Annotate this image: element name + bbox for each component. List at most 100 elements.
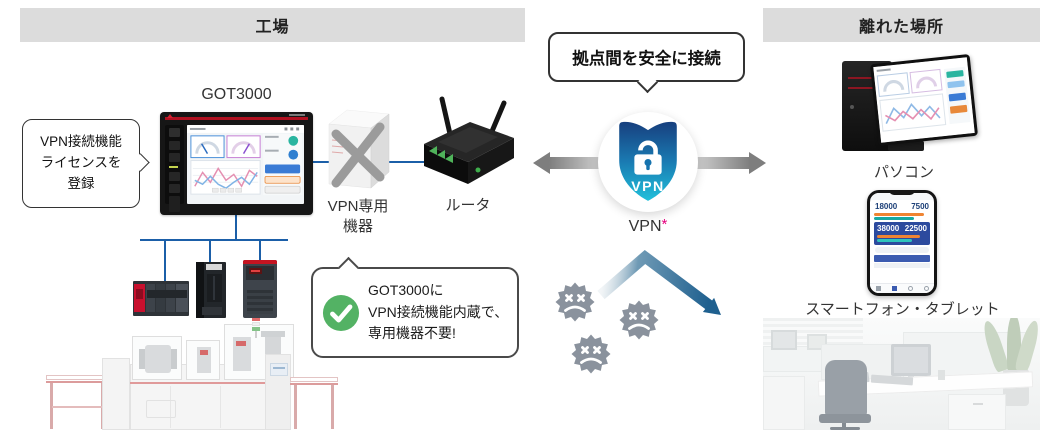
builtin-callout-line3: 専用機器不要! [368, 325, 456, 342]
arrow-left-shaft [549, 157, 603, 169]
inverter-graphic [243, 260, 277, 318]
phone-notch [889, 190, 915, 195]
conveyor-table-right [290, 377, 338, 382]
inverter-display-digits [251, 270, 260, 272]
plc-slot-row [147, 290, 187, 298]
network-line [209, 239, 211, 265]
builtin-callout-line1: GOT3000に [368, 281, 444, 298]
vpn-appliance-crossed [323, 104, 393, 192]
remote-zone-title: 離れた場所 [858, 19, 944, 36]
got-side-key [169, 172, 180, 181]
smartphone-label: スマートフォン・タブレット [805, 301, 1000, 318]
vpn-appliance-label-line1: VPN専用 [327, 198, 389, 215]
conveyor-rail [46, 381, 108, 383]
got-side-key [169, 128, 180, 137]
got-screen [187, 125, 304, 204]
secure-callout-text: 拠点間を安全に接続 [572, 50, 721, 68]
arrow-right-shaft [694, 157, 750, 169]
builtin-callout-line2: VPN接続機能内蔵で、 [368, 303, 509, 320]
desk-monitor [891, 344, 931, 376]
office-chair-back [825, 360, 867, 418]
office-chair-seat [819, 414, 871, 423]
signal-tower-red [252, 318, 260, 321]
factory-illustration [28, 318, 340, 430]
office-chair-base [830, 427, 860, 430]
machine-red-chip [236, 341, 246, 346]
servo-groove [213, 276, 215, 300]
arrow-right-head [749, 152, 766, 174]
phone-progress-teal [877, 239, 912, 242]
phone-button-row [875, 247, 929, 253]
inverter-heatsink [247, 290, 273, 314]
pc-tower-stripe [848, 77, 886, 79]
control-screen-line [273, 367, 285, 369]
phone-kpi-value: 22500 [904, 224, 927, 233]
table-shelf [52, 406, 102, 408]
vpn-appliance-label: VPN専用 機器 [313, 197, 403, 238]
license-callout-line1: VPN接続機能 [40, 134, 122, 150]
arrow-left-head [533, 152, 550, 174]
plc-module [166, 284, 175, 312]
pc-dashboard-graphic [873, 57, 975, 143]
secure-connection-callout: 拠点間を安全に接続 [548, 32, 745, 93]
phone-screen: 18000 7500 38000 22500 [870, 193, 934, 293]
plc-module [176, 284, 188, 312]
smartphone-graphic: 18000 7500 38000 22500 [867, 190, 937, 296]
pc-monitor-stand [888, 141, 924, 151]
servo-label [206, 264, 222, 270]
network-line [140, 239, 288, 241]
glass-enclosure [186, 340, 220, 380]
builtin-callout-text: GOT3000に VPN接続機能内蔵で、 専用機器不要! [368, 280, 508, 345]
router-icon [424, 96, 514, 184]
remote-zone-header: 離れた場所 [763, 8, 1040, 42]
lock-icon [634, 140, 662, 175]
callout-pointer-down [636, 71, 659, 93]
machine-arm [261, 331, 285, 337]
router-led-chevrons [429, 146, 453, 163]
signal-tower-green [252, 327, 260, 331]
network-line [164, 239, 166, 283]
drawer-unit [763, 376, 805, 430]
phone-kpi-row: 18000 7500 [870, 200, 934, 211]
phone-nav-icon [907, 286, 913, 291]
control-screen [270, 363, 288, 376]
pc-graphic [830, 53, 979, 163]
router-label: ルータ [445, 197, 491, 214]
arrow-right-icon [694, 152, 766, 174]
arrow-left-icon [533, 152, 603, 174]
plc-red-slot [136, 289, 143, 299]
pc-tower-stripe [848, 87, 886, 89]
phone-progress-orange [874, 212, 924, 216]
malware-icon [571, 334, 611, 374]
pc-screen [873, 57, 975, 143]
got-side-key [169, 184, 180, 193]
servo-amplifier-graphic [196, 262, 226, 318]
pc-label: パソコン [873, 164, 934, 181]
phone-kpi-panel: 38000 22500 [874, 222, 930, 245]
got-side-led [169, 166, 178, 168]
plc-module [146, 284, 155, 312]
servo-side [196, 262, 204, 318]
vpn-note-text: VPN [628, 218, 662, 235]
phone-nav-icon [891, 286, 897, 291]
machine-hatch [146, 400, 176, 418]
got3000-label: GOT3000 [201, 86, 272, 103]
factory-zone-title: 工場 [255, 19, 290, 36]
got-side-key [169, 141, 180, 150]
phone-kpi-row: 38000 22500 [877, 224, 927, 233]
drawer-unit [948, 394, 1006, 430]
callout-pointer-up [337, 256, 360, 278]
far-monitor [771, 330, 797, 350]
conveyor-rail [290, 383, 338, 385]
phone-progress-teal [874, 217, 914, 220]
office-chair-pole [842, 423, 846, 428]
machine-red-chip [200, 350, 208, 355]
got-side-slider [169, 196, 180, 212]
table-leg [294, 385, 297, 429]
phone-progress-orange [877, 235, 920, 238]
phone-table-row [874, 263, 930, 268]
router-led-dot [475, 167, 481, 173]
office-illustration [763, 318, 1040, 430]
phone-kpi-value: 38000 [877, 224, 900, 233]
